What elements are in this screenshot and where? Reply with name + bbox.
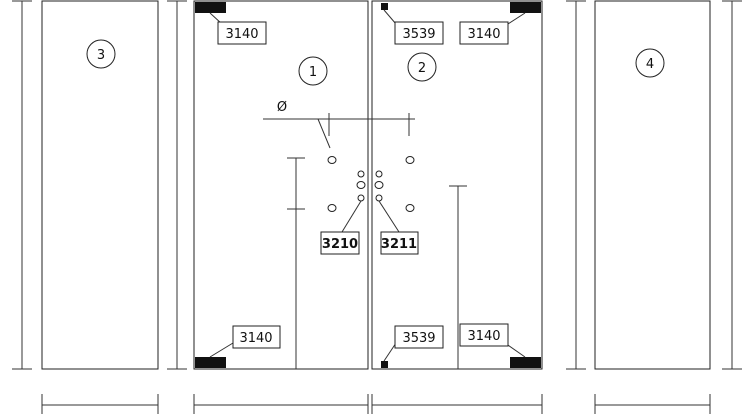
callout-bottom-middle-box [394, 325, 444, 349]
door-1-marker [298, 56, 328, 86]
lock-top [381, 3, 388, 10]
hole [357, 194, 365, 202]
panel-4-marker [635, 48, 665, 78]
hinge-bottom-left [195, 357, 226, 368]
hinge-top-left [195, 2, 226, 13]
callout-top-left: 3140 [225, 27, 258, 42]
hole [327, 204, 337, 212]
callout-handle-right: 3211 [381, 237, 417, 252]
door-1-number: 1 [309, 65, 317, 80]
callout-top-middle: 3539 [402, 27, 435, 42]
hinge-top-right [510, 2, 541, 13]
hole [405, 156, 415, 164]
hole [374, 181, 384, 189]
door-2-number: 2 [418, 61, 426, 76]
hole [327, 156, 337, 164]
callout-top-left-box [217, 21, 267, 45]
callout-bottom-left: 3140 [239, 331, 272, 346]
hole [375, 170, 383, 178]
hinge-bottom-right [510, 357, 541, 368]
callout-handle-left-box [320, 231, 360, 255]
panel-4-number: 4 [646, 57, 654, 72]
lock-bottom [381, 361, 388, 368]
callout-top-right: 3140 [467, 27, 500, 42]
callout-top-middle-box [394, 21, 444, 45]
callout-top-right-box [459, 21, 509, 45]
callout-bottom-left-box [232, 325, 281, 349]
callout-handle-right-box [380, 231, 419, 255]
callout-bottom-middle: 3539 [402, 331, 435, 346]
panel-4 [594, 0, 711, 370]
width-dimensions [41, 394, 711, 414]
door-1 [193, 0, 369, 370]
diameter-symbol: Ø [277, 100, 287, 115]
panel-3 [41, 0, 159, 370]
hole [356, 181, 366, 189]
hole [405, 204, 415, 212]
door-2 [371, 0, 543, 370]
hole [357, 170, 365, 178]
callout-bottom-right: 3140 [467, 329, 500, 344]
panel-3-marker [86, 39, 116, 69]
callout-handle-left: 3210 [322, 237, 358, 252]
callout-bottom-right-box [459, 323, 509, 347]
hole [375, 194, 383, 202]
door-2-marker [407, 52, 437, 82]
panel-3-number: 3 [97, 48, 105, 63]
